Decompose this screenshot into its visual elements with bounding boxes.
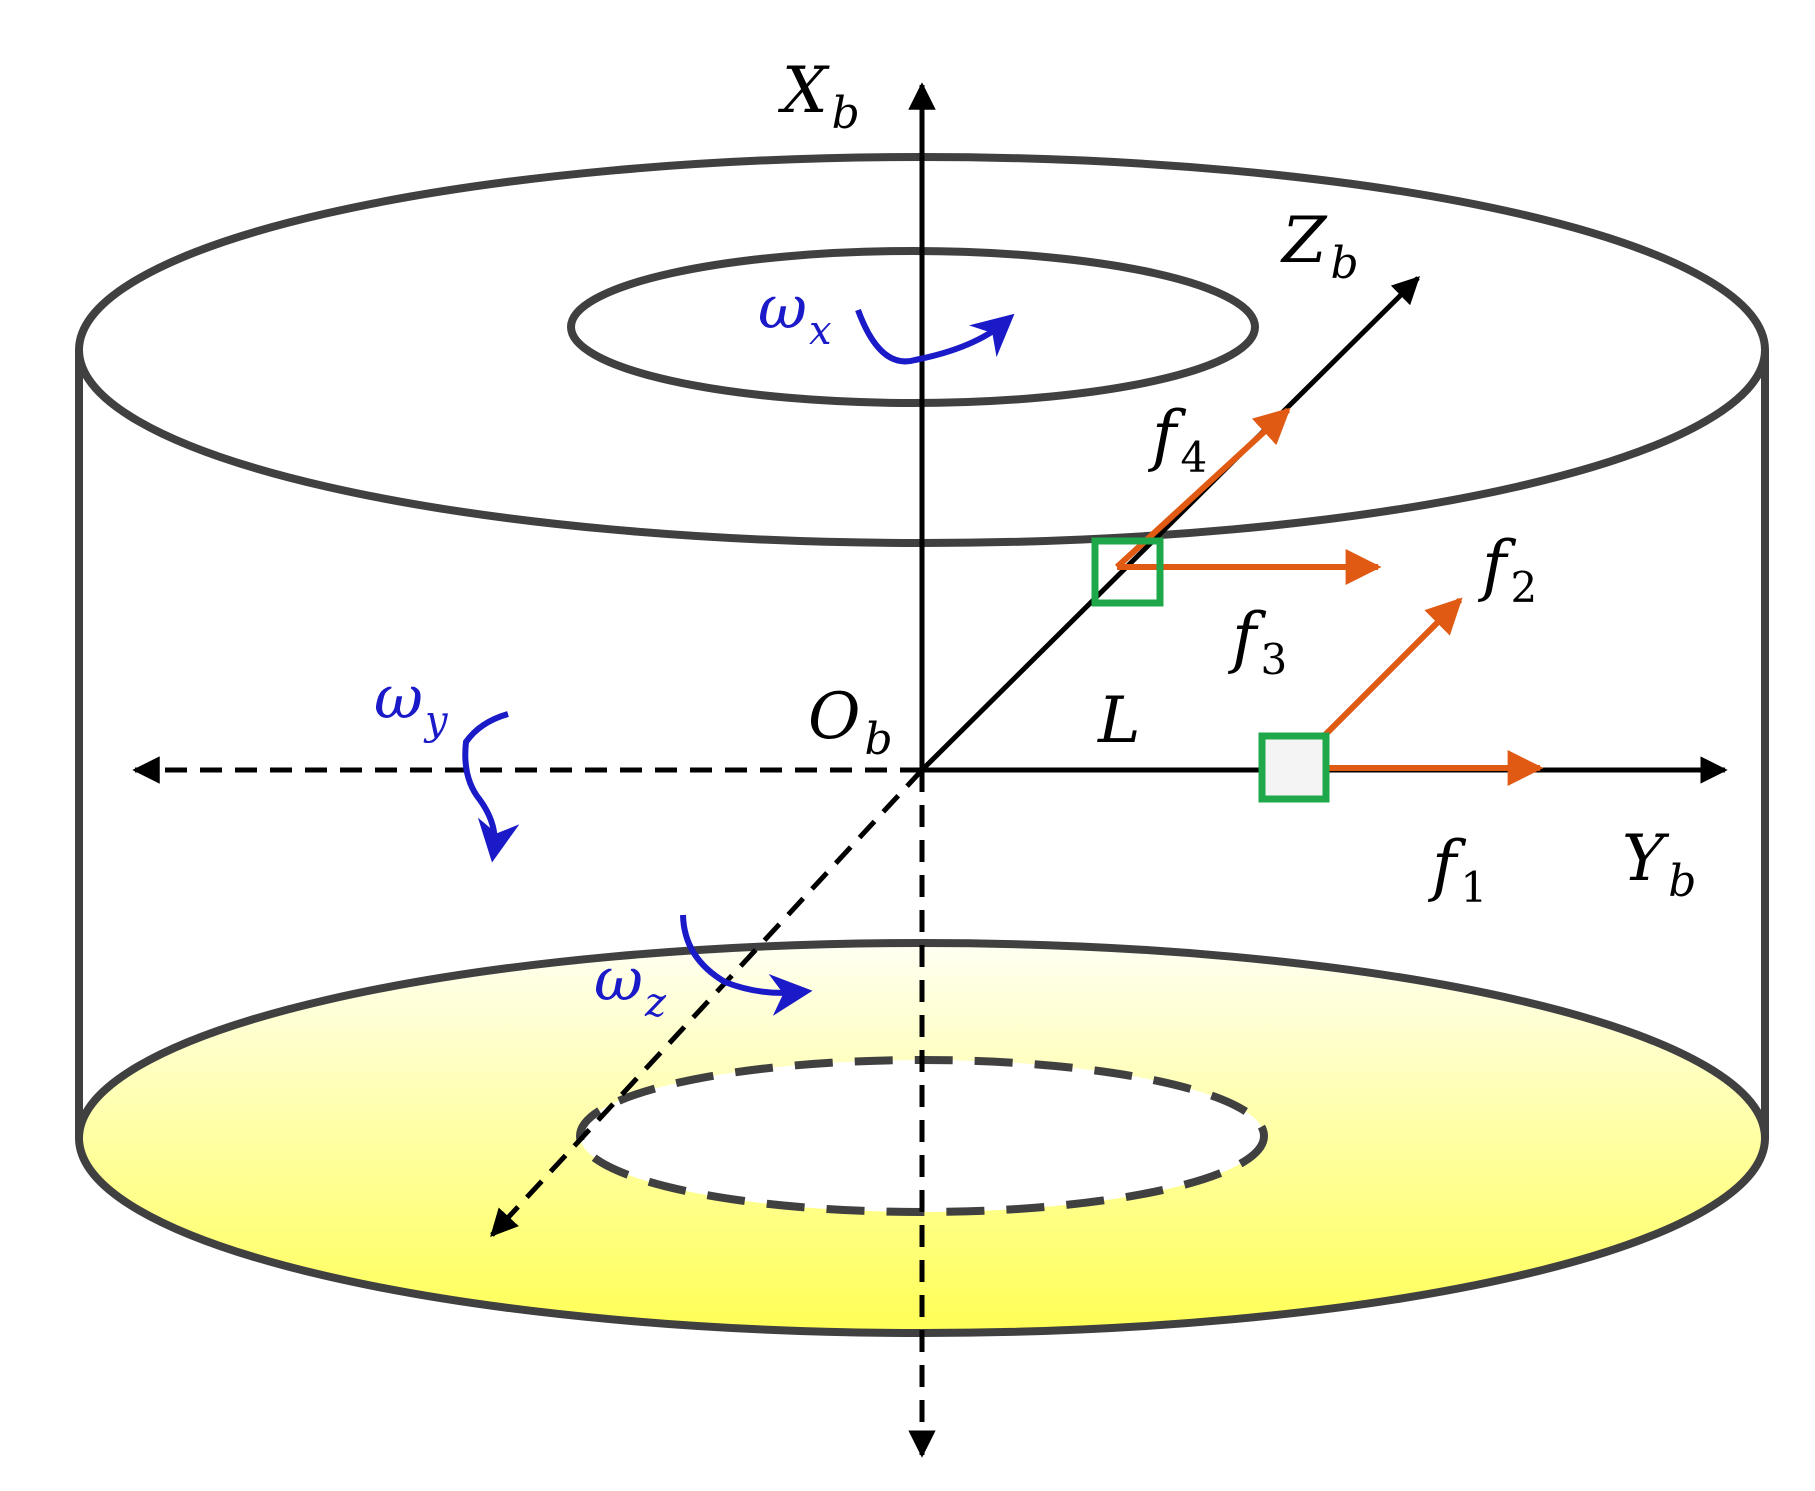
origin-label-main: O [808, 680, 860, 754]
f4-label: f4 [1147, 397, 1207, 482]
z-axis [920, 276, 1420, 772]
y-axis-label: Yb [1622, 822, 1696, 907]
f2-label-sub: 2 [1510, 563, 1537, 612]
f1-label: f1 [1427, 827, 1487, 912]
distance-label: L [1097, 684, 1141, 758]
f3-label-sub: 3 [1260, 635, 1287, 684]
f2-label: f2 [1477, 527, 1537, 612]
omega-y-label-sub: y [423, 698, 449, 744]
omega-z-arc [680, 914, 813, 1016]
x-axis-label-main: X [777, 54, 830, 128]
z-axis-negative [490, 768, 924, 1238]
thruster-lower [1258, 732, 1330, 803]
f3-label: f3 [1227, 599, 1287, 684]
y-axis-label-sub: b [1668, 856, 1696, 907]
omega-x-arc [855, 308, 1015, 365]
f4-label-sub: 4 [1180, 433, 1207, 482]
omega-y-arc [462, 711, 520, 863]
origin-label: Ob [808, 680, 893, 765]
labels: Xb Zb Yb Ob L f1 f2 f3 f4 ωx ωy ωz [374, 54, 1696, 1026]
y-axis-label-main: Y [1622, 822, 1670, 896]
thruster-upper [1091, 537, 1164, 607]
omega-x-label: ωx [758, 273, 832, 354]
omega-z-label-main: ω [594, 945, 643, 1015]
omega-x-label-sub: x [809, 308, 832, 354]
f1-label-sub: 1 [1460, 863, 1487, 912]
z-axis-label: Zb [1280, 204, 1359, 289]
omega-z-label: ωz [594, 945, 667, 1026]
z-axis-label-main: Z [1280, 204, 1328, 278]
omega-y-label-main: ω [374, 663, 423, 733]
omega-x-label-main: ω [758, 273, 807, 343]
omega-z-label-sub: z [644, 980, 667, 1026]
x-axis-label-sub: b [832, 88, 860, 139]
top-inner-ring [567, 247, 1259, 407]
x-axis-label: Xb [777, 54, 860, 139]
origin-label-sub: b [864, 714, 892, 765]
omega-y-label: ωy [374, 663, 449, 744]
thrusters [1091, 537, 1330, 803]
rotation-arcs [462, 308, 1015, 1016]
z-axis-label-sub: b [1330, 238, 1358, 289]
